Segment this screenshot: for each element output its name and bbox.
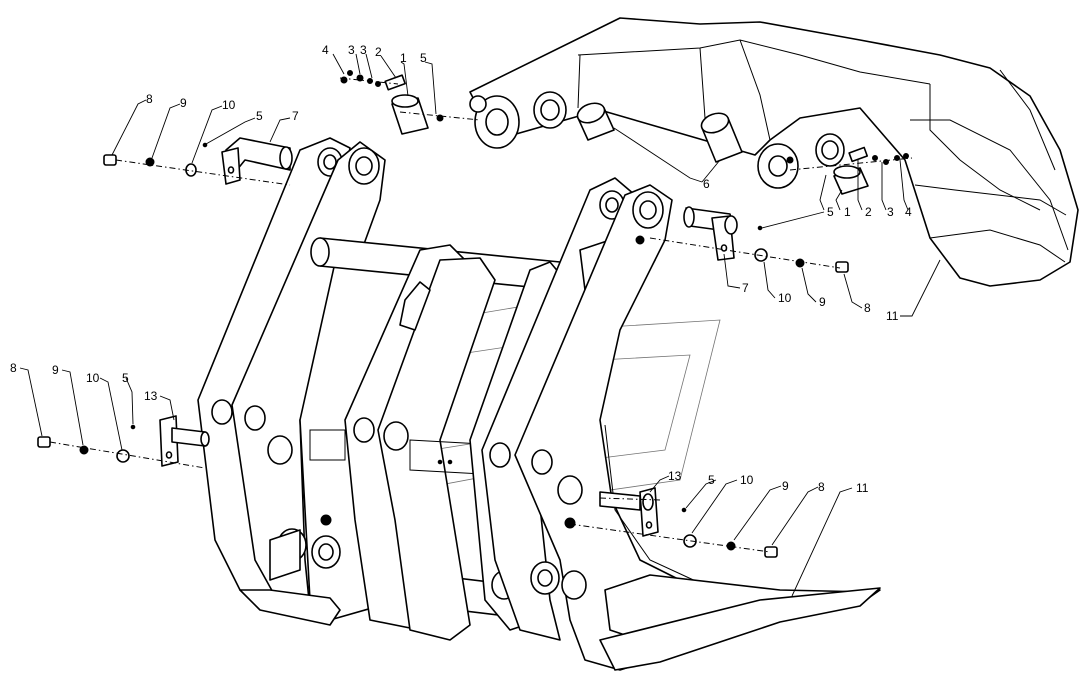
- hardware-right-mid: [754, 225, 849, 273]
- callout: 13: [668, 469, 682, 483]
- callout: 5: [708, 473, 715, 487]
- callout: 8: [864, 301, 871, 315]
- callout: 10: [86, 371, 100, 385]
- callout: 9: [819, 295, 826, 309]
- callout: 1: [400, 51, 407, 65]
- leader-lines: [19, 53, 941, 597]
- callout: 13: [144, 389, 158, 403]
- callout: 11: [856, 481, 869, 495]
- callout: 3: [360, 43, 367, 57]
- pin-13-left: [159, 415, 210, 467]
- callout: 8: [818, 480, 825, 494]
- upper-grapple-claw: [469, 17, 1079, 287]
- callout: 3: [348, 43, 355, 57]
- callout-labels: 4 3 3 2 1 5 8 9 10 5 7 6 5 1 2 3 4 7 10 …: [10, 43, 912, 495]
- pin-7-left: [221, 137, 293, 185]
- bushing-1-right: [786, 146, 909, 195]
- callout: 6: [703, 177, 710, 191]
- callout: 2: [375, 45, 382, 59]
- callout: 2: [865, 205, 872, 219]
- callout: 7: [292, 109, 299, 123]
- callout: 5: [256, 109, 263, 123]
- frame-base-left: [239, 529, 341, 626]
- callout: 5: [827, 205, 834, 219]
- callout: 10: [740, 473, 754, 487]
- bushing-1-left: [391, 94, 444, 135]
- callout: 11: [886, 309, 899, 323]
- hardware-right-low: [681, 507, 778, 558]
- callout: 5: [420, 51, 427, 65]
- callout: 7: [742, 281, 749, 295]
- bolt-set-left: [340, 70, 406, 91]
- callout: 4: [322, 43, 329, 57]
- callout: 9: [782, 479, 789, 493]
- callout: 3: [887, 205, 894, 219]
- pin-7-right: [683, 206, 738, 261]
- callout: 8: [10, 361, 17, 375]
- callout: 5: [122, 371, 129, 385]
- callout: 10: [222, 98, 236, 112]
- callout: 4: [905, 205, 912, 219]
- callout: 1: [844, 205, 851, 219]
- assembly-axis-lines: [49, 77, 913, 553]
- upper-claw-pivot-right: [757, 133, 845, 189]
- lower-grapple-tooth: [599, 587, 881, 671]
- pin-13-right: [599, 487, 659, 537]
- callout: 10: [778, 291, 792, 305]
- callout: 8: [146, 92, 153, 106]
- pin-6-right: [700, 112, 743, 163]
- pin-6-left: [576, 102, 615, 141]
- callout: 9: [52, 363, 59, 377]
- callout: 9: [180, 96, 187, 110]
- upper-claw-pivot-left: [469, 91, 567, 149]
